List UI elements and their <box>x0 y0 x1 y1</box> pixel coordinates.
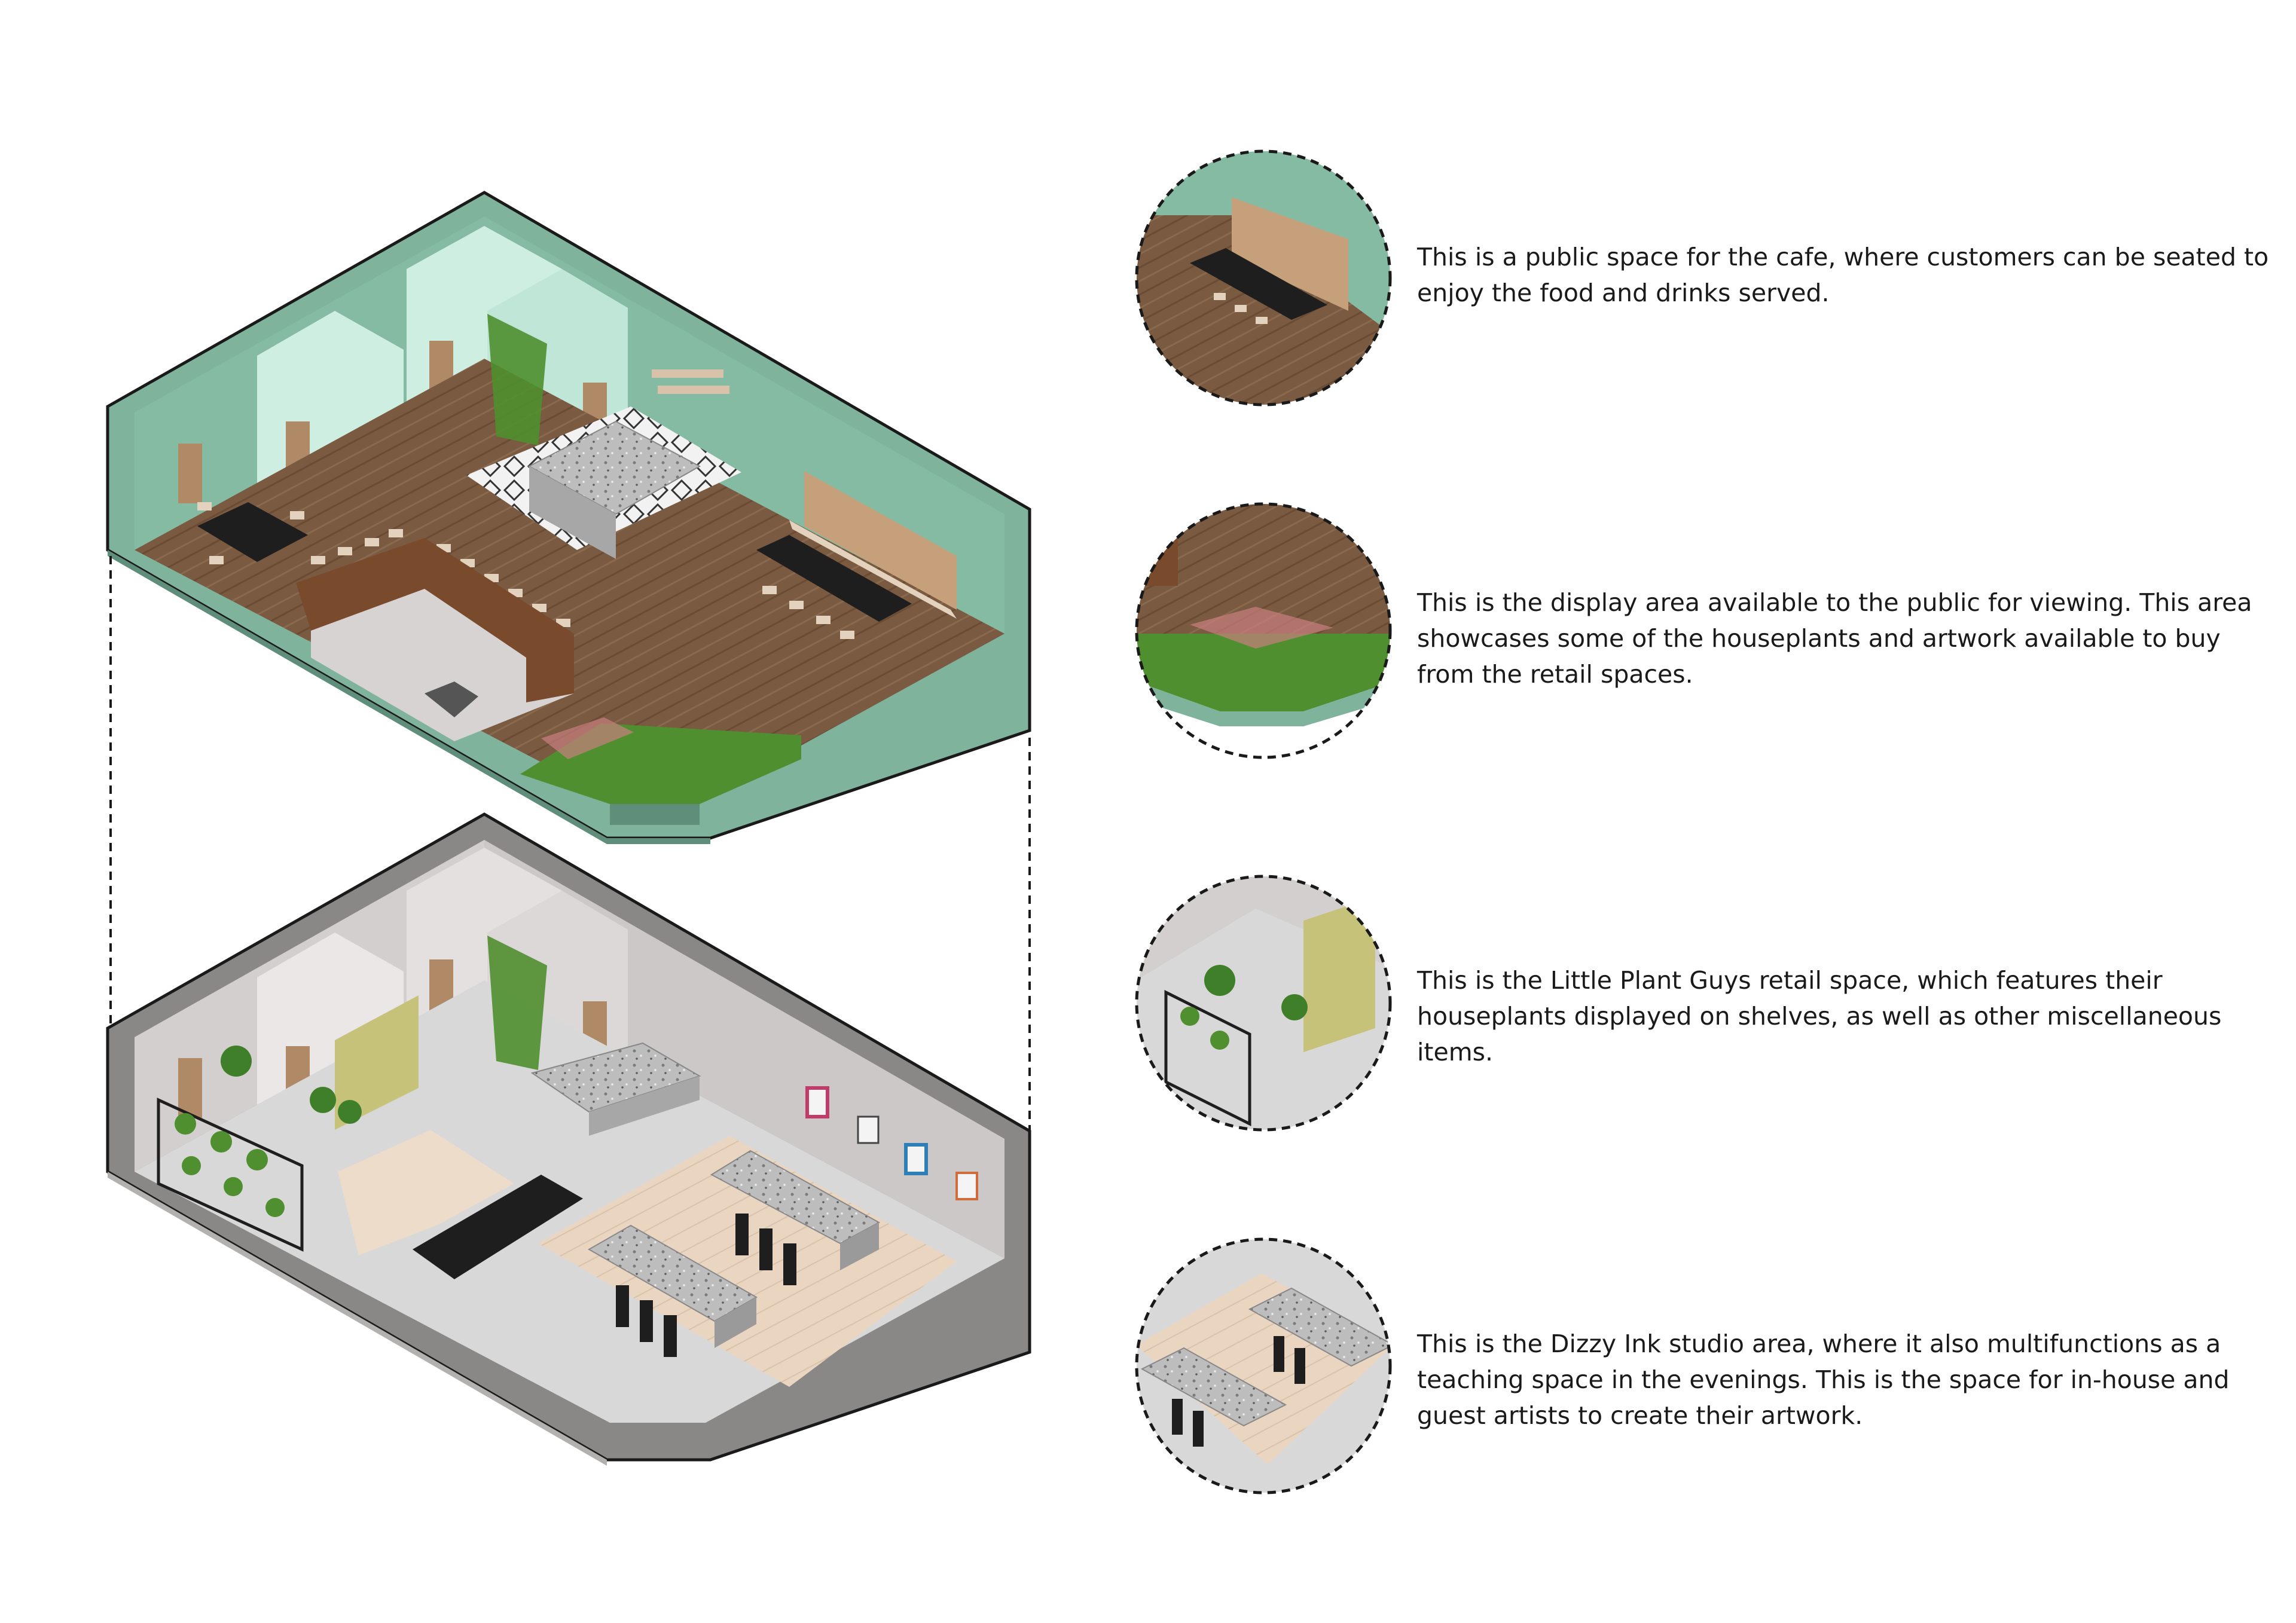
upper-wall-shelf-1 <box>652 369 723 378</box>
lower-black-cubbies <box>413 1175 583 1279</box>
upper-wood-railing <box>296 538 574 702</box>
upper-slab-edge-front <box>607 838 710 844</box>
upper-floor-cafe <box>106 191 1031 844</box>
detail-circle-retail <box>1135 875 1392 1132</box>
caption-display-area: This is the display area available to th… <box>1417 588 2252 689</box>
upper-green-wall <box>487 314 547 445</box>
upper-counter-front <box>529 466 616 559</box>
lower-slab-edge-left <box>108 1172 607 1466</box>
lower-studio-table-2-end <box>715 1297 756 1348</box>
upper-door-1 <box>178 444 202 503</box>
upper-wall-shelf-2 <box>658 386 729 394</box>
lower-shelving-unit <box>335 995 419 1130</box>
lower-floor-retail-studio <box>106 812 1031 1466</box>
upper-planter-flowers <box>541 717 634 759</box>
upper-planter-front <box>610 804 700 825</box>
lower-wall-artworks <box>805 1086 978 1200</box>
upper-wood-bench-panel <box>804 471 957 610</box>
lower-stair-opening <box>338 1130 514 1255</box>
caption-studio-area: This is the Dizzy Ink studio area, where… <box>1417 1329 2230 1430</box>
lower-potted-plants <box>221 1046 362 1124</box>
lower-counter-front <box>589 1076 700 1136</box>
lower-plant-shelf <box>157 1098 304 1252</box>
upper-wood-floor <box>135 359 1004 798</box>
upper-stair-opening <box>311 568 574 741</box>
detail-circle-cafe <box>1135 149 1392 406</box>
lower-studio-table-1-end <box>840 1222 879 1270</box>
upper-bench-seat <box>789 520 957 619</box>
upper-marble-table-left <box>197 502 308 562</box>
upper-stairs <box>425 681 478 717</box>
floor-connector-lines <box>109 556 1031 1142</box>
lower-plant-shelf-plants <box>175 1113 285 1217</box>
upper-counter-top <box>527 420 701 515</box>
lower-green-wall <box>487 936 547 1070</box>
lower-studio-floor <box>538 1136 957 1387</box>
lower-door-1 <box>178 1058 202 1118</box>
detail-circle-display <box>1135 502 1392 759</box>
detail-circle-studio <box>1135 1237 1392 1494</box>
upper-marble-table-right <box>756 535 912 622</box>
lower-studio-stools <box>616 1214 796 1357</box>
caption-cafe-seating: This is a public space for the cafe, whe… <box>1417 243 2269 307</box>
caption-retail-space: This is the Little Plant Guys retail spa… <box>1417 966 2222 1066</box>
upper-slab-edge-left <box>108 550 607 844</box>
